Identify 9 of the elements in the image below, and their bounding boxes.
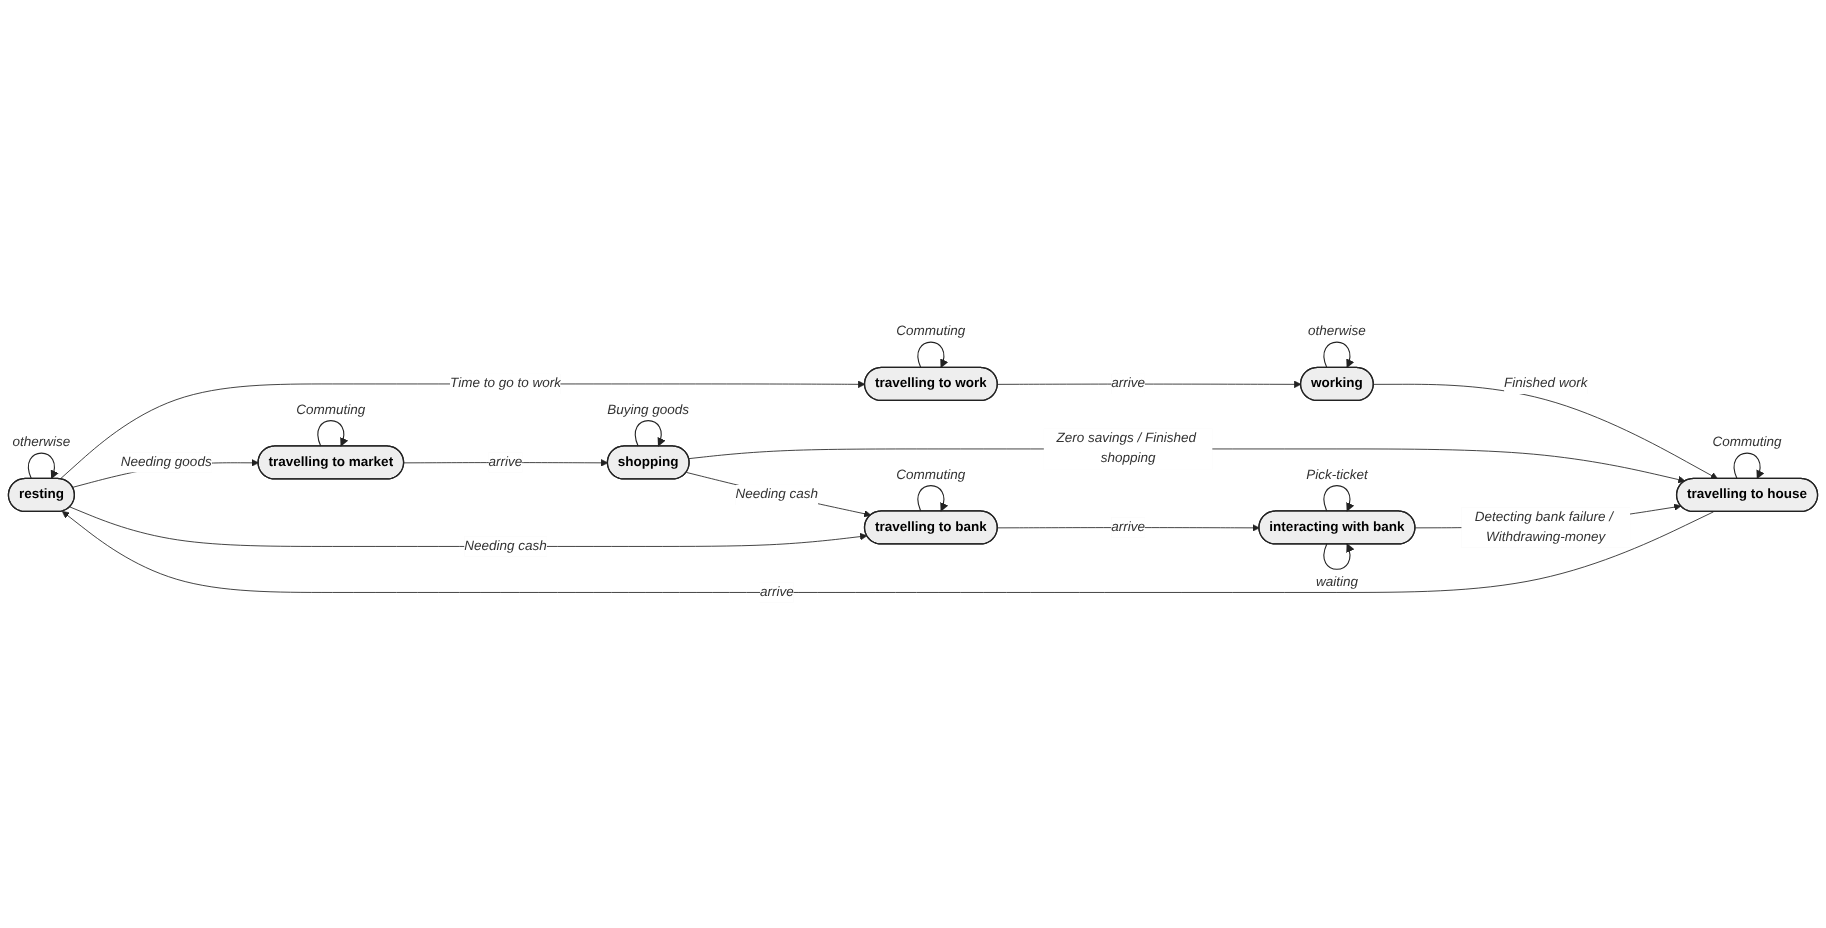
loop-arrow [317,420,348,447]
loop-arrow [1733,452,1764,480]
loop-arrow [28,452,59,480]
loop-arrow [1323,485,1354,512]
loop-arrow [1323,543,1354,570]
loop-arrow [917,485,948,512]
loop-arrow [1323,341,1354,369]
loop-arrow [634,420,665,447]
loop-arrow [917,341,948,369]
